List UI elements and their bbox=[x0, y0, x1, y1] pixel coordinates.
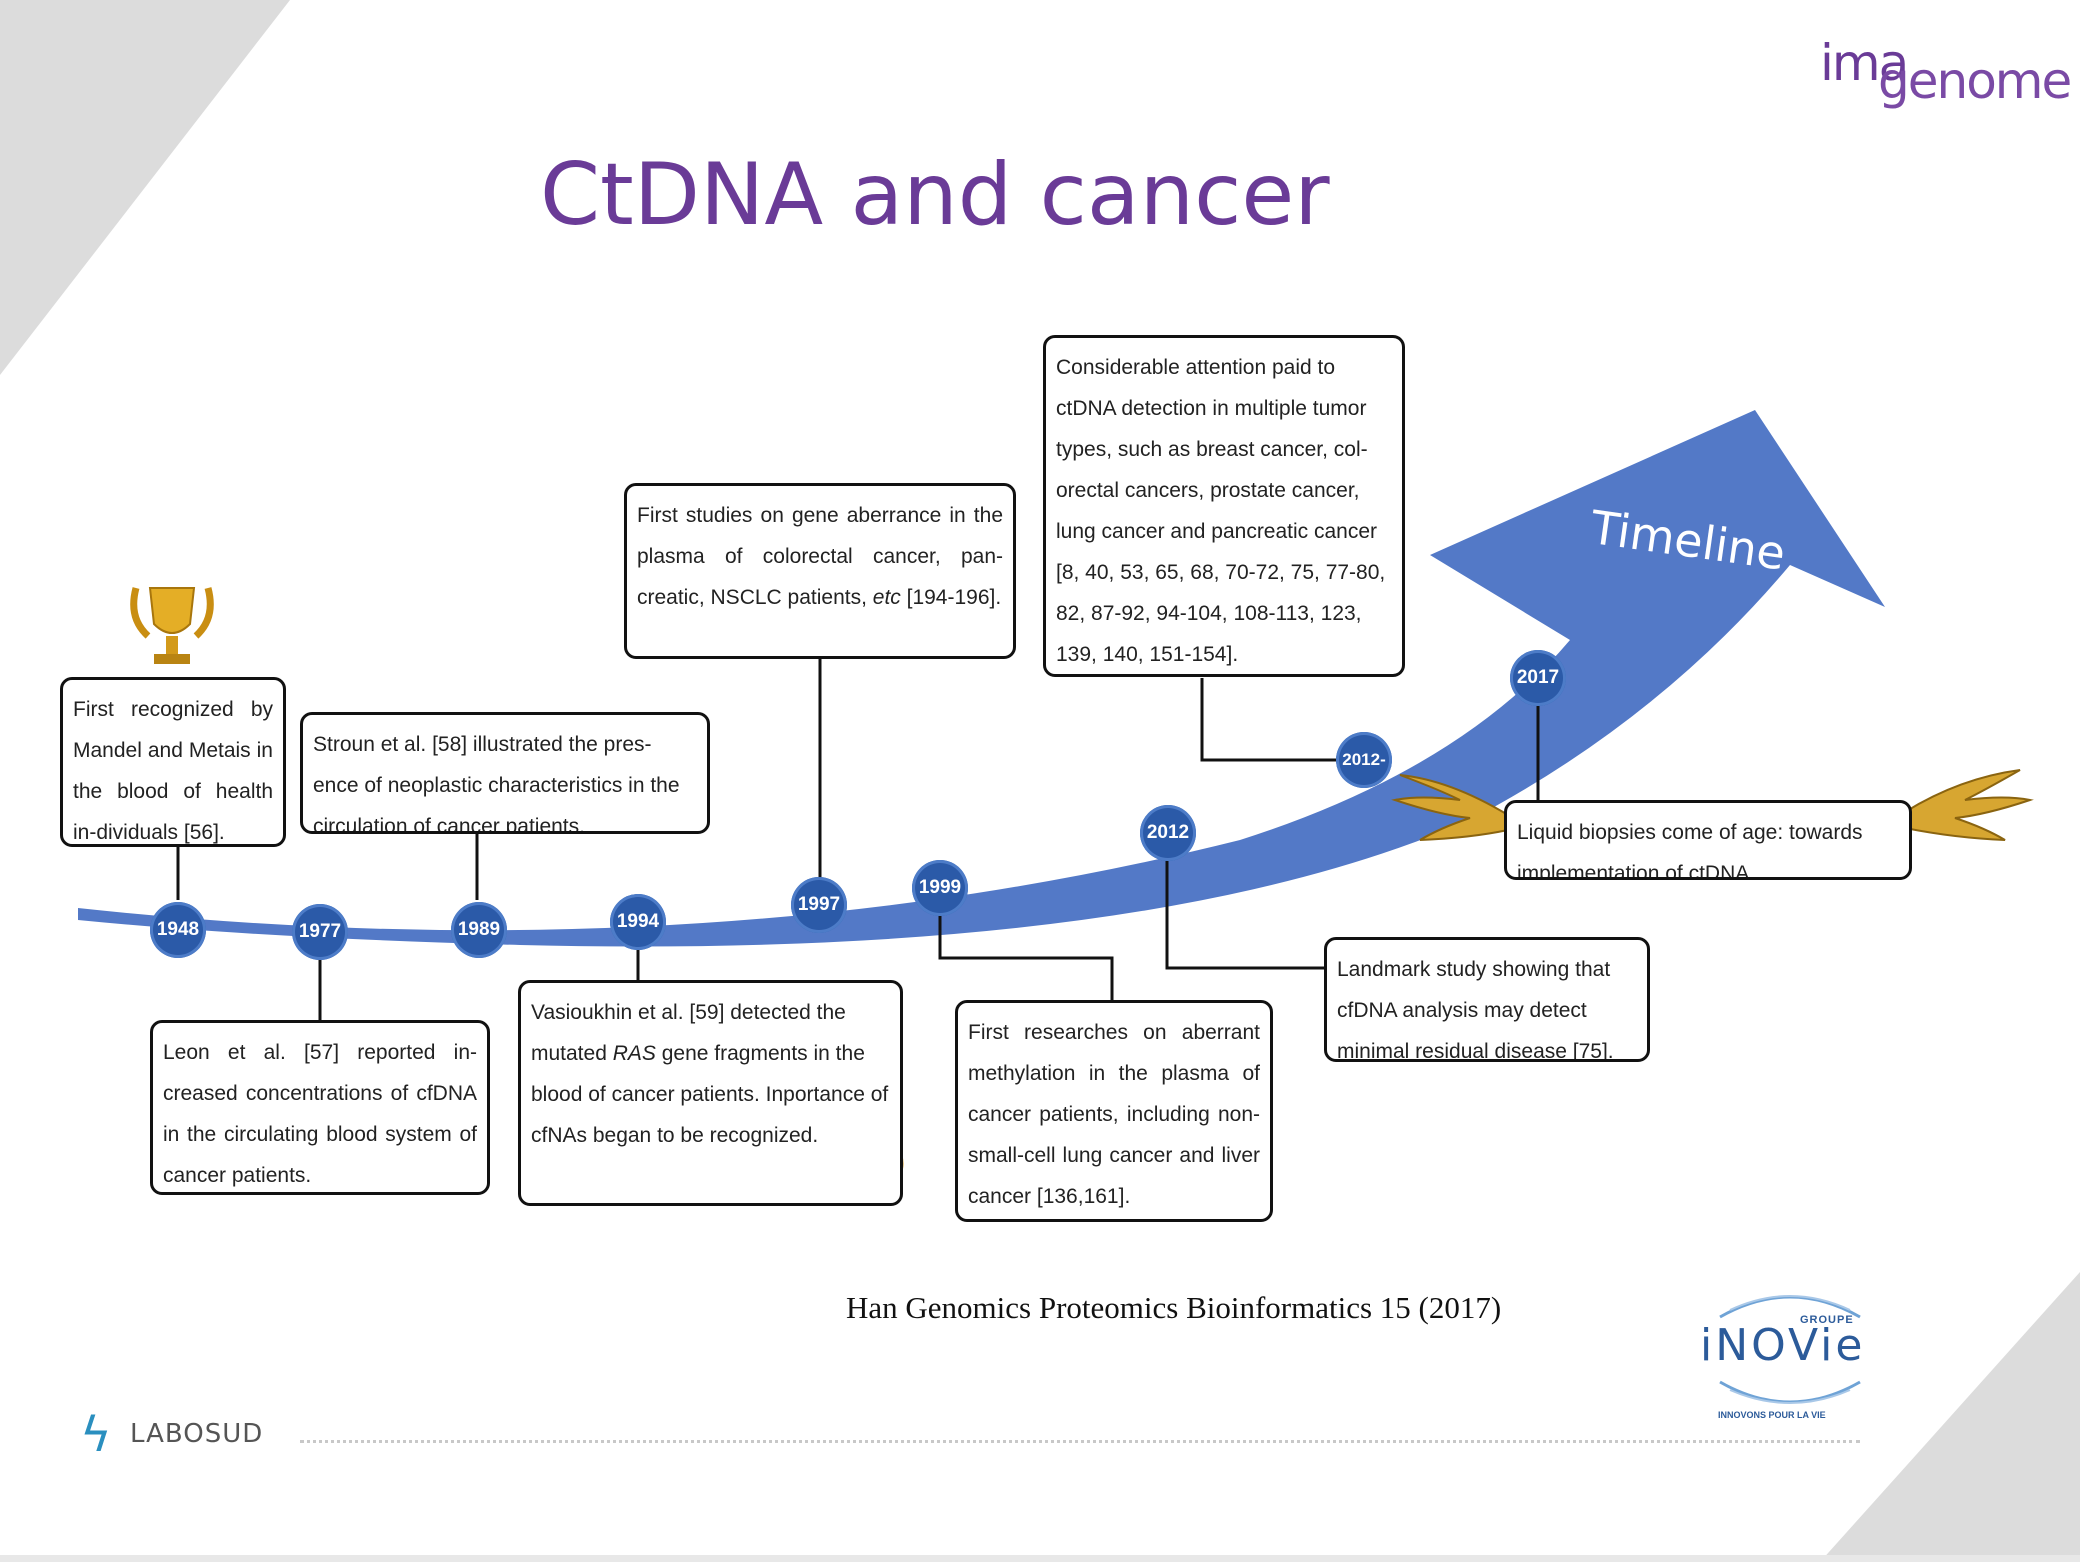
inovie-logo: GROUPE iNOVie INNOVONS POUR LA VIE bbox=[1690, 1282, 1890, 1432]
year-dot-1989: 1989 bbox=[451, 902, 507, 958]
corner-decoration-top-left bbox=[0, 0, 290, 375]
logo-text-part1: ima bbox=[1820, 34, 1909, 92]
footer-divider bbox=[300, 1440, 1860, 1443]
slide-title: CtDNA and cancer bbox=[540, 145, 1330, 245]
page-bottom-edge bbox=[0, 1555, 2080, 1562]
year-dot-2012: 2012 bbox=[1140, 805, 1196, 861]
event-box-1977: Leon et al. [57] reported in-creased con… bbox=[150, 1020, 490, 1195]
year-dot-1977: 1977 bbox=[292, 904, 348, 960]
event-text: Vasioukhin et al. [59] detected the muta… bbox=[531, 1001, 846, 1065]
event-text: gene fragments in the blood of cancer pa… bbox=[531, 1042, 889, 1147]
event-text-emphasis: RAS bbox=[612, 1042, 656, 1065]
event-text-emphasis: etc bbox=[872, 586, 901, 609]
event-text: [194-196]. bbox=[900, 586, 1002, 609]
event-box-2012: Landmark study showing that cfDNA analys… bbox=[1324, 937, 1650, 1062]
inovie-wordmark: iNOVie bbox=[1700, 1320, 1866, 1371]
event-box-1999: First researches on aberrant methylation… bbox=[955, 1000, 1273, 1222]
logo-text-part2: genome bbox=[1878, 52, 2072, 110]
year-dot-1994: 1994 bbox=[610, 894, 666, 950]
timeline-arrow bbox=[78, 410, 1885, 947]
inovie-groupe-label: GROUPE bbox=[1800, 1314, 1854, 1326]
inovie-tagline: INNOVONS POUR LA VIE bbox=[1718, 1410, 1826, 1420]
wing-icon bbox=[1391, 769, 2034, 841]
corner-decoration-bottom-right bbox=[1820, 1272, 2080, 1562]
year-dot-1999: 1999 bbox=[912, 860, 968, 916]
labosud-symbol-icon: ϟ bbox=[80, 1407, 112, 1463]
event-box-1994: Vasioukhin et al. [59] detected the muta… bbox=[518, 980, 903, 1206]
year-dot-1948: 1948 bbox=[150, 902, 206, 958]
event-box-1989: Stroun et al. [58] illustrated the pres-… bbox=[300, 712, 710, 834]
event-text: First studies on gene aberrance in the p… bbox=[637, 504, 1003, 609]
imagenome-logo: ima genome bbox=[1820, 30, 2072, 120]
event-box-1948: First recognized by Mandel and Metais in… bbox=[60, 677, 286, 847]
trophy-icon bbox=[130, 587, 214, 664]
year-dot-2012-dash: 2012- bbox=[1336, 732, 1392, 788]
event-box-2017: Liquid biopsies come of age: towards imp… bbox=[1504, 800, 1912, 880]
year-dot-2017: 2017 bbox=[1510, 650, 1566, 706]
inovie-ring-icon bbox=[1719, 1295, 1861, 1404]
source-citation: Han Genomics Proteomics Bioinformatics 1… bbox=[846, 1290, 1502, 1325]
event-box-2012-dash: Considerable attention paid to ctDNA det… bbox=[1043, 335, 1405, 677]
year-dot-1997: 1997 bbox=[791, 877, 847, 933]
event-box-1997: First studies on gene aberrance in the p… bbox=[624, 483, 1016, 659]
labosud-wordmark: LABOSUD bbox=[130, 1419, 264, 1449]
labosud-logo: ϟ LABOSUD bbox=[80, 1405, 280, 1465]
